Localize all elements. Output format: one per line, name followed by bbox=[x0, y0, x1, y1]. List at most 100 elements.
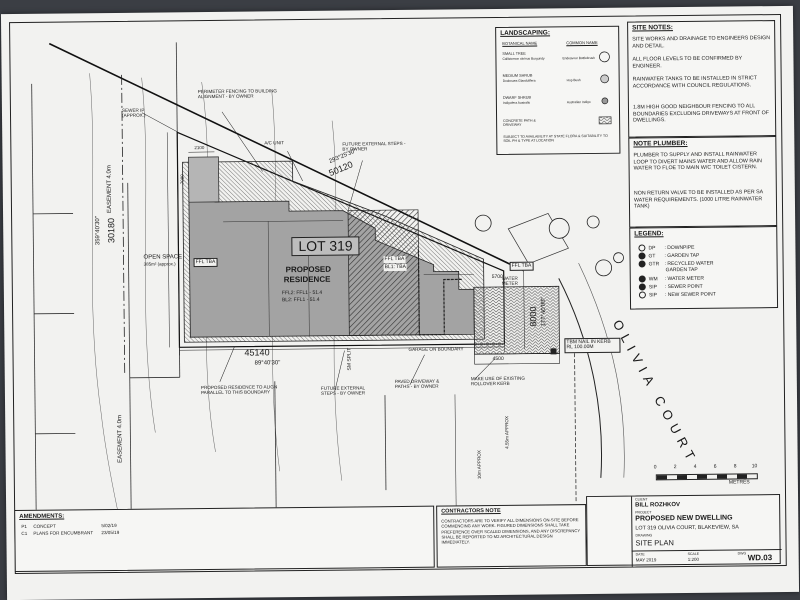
room-top-left bbox=[188, 156, 220, 203]
easement-label: EASEMENT 4.0m bbox=[106, 165, 114, 214]
ffl-tba-right: FFL TBA bbox=[509, 261, 534, 272]
lot-label: LOT 319 bbox=[291, 236, 360, 256]
driveway-apron bbox=[474, 353, 560, 365]
bearing-left: 359°40'30" bbox=[95, 216, 102, 246]
legend-item-wm: WM: WATER METER bbox=[638, 275, 704, 283]
site-notes-panel: SITE NOTES: SITE WORKS AND DRAINAGE TO E… bbox=[627, 20, 777, 138]
landscaping-row3-common: Australian Indigo bbox=[566, 99, 591, 105]
landscaping-row1-botanical: Callistemon citrinus Burgundy bbox=[502, 56, 545, 61]
drawing-label: DRAWING bbox=[635, 533, 653, 538]
neighbour-boundaries bbox=[31, 42, 577, 534]
dim-8000: 8000 bbox=[528, 306, 539, 327]
client-label: CLIENT bbox=[635, 497, 648, 502]
easement-line bbox=[121, 74, 126, 373]
approx-note-2: 10m APPROX bbox=[476, 450, 482, 480]
date-label: DATE bbox=[635, 552, 645, 557]
easement-label-2: EASEMENT 4.0m bbox=[117, 414, 124, 463]
ffl-tba-center: FFL TBA bbox=[383, 255, 406, 264]
landscaping-subject: SUBJECT TO AVAILABILITY AT STATE FLORA &… bbox=[503, 133, 608, 143]
contractors-title: CONTRACTORS NOTE bbox=[441, 507, 501, 515]
plumber-note-1: PLUMBER TO SUPPLY AND INSTALL RAINWATER … bbox=[633, 151, 762, 172]
paved-note: PAVED DRIVEWAY & PATHS - BY OWNER bbox=[394, 378, 440, 389]
scale-tick-4: 4 bbox=[693, 463, 697, 470]
sewer-note: SEWER IP (APPROX.) bbox=[121, 107, 146, 118]
dwg-number: WD.03 bbox=[747, 553, 773, 563]
ac-unit-note: A/C UNIT bbox=[264, 140, 284, 146]
dimension-lines bbox=[166, 132, 560, 356]
bearing-right: 177°40'00" bbox=[540, 297, 548, 327]
landscaping-row1-common: Endeavour Bottlebrush bbox=[562, 55, 595, 61]
neighbour-house bbox=[507, 213, 569, 265]
road-kerb-outer bbox=[578, 262, 625, 478]
drawing-name: SITE PLAN bbox=[635, 538, 674, 548]
amendments-panel: AMENDMENTS: P1 CONCEPT 5/02/19 C1 PLANS … bbox=[14, 505, 435, 573]
legend-panel: LEGEND: DP: DOWNPIPE GT: GARDEN TAP GTR:… bbox=[629, 226, 779, 310]
landscaping-col-botanical: BOTANICAL NAME bbox=[502, 40, 538, 46]
legend-item-sip: SIP: SEWER POINT bbox=[638, 283, 703, 291]
plumber-notes-title: NOTE PLUMBER: bbox=[633, 139, 688, 148]
ffl-tba-left: FFL TBA bbox=[193, 257, 218, 268]
amendment-2-desc: PLANS FOR ENCUMBRANT bbox=[33, 530, 94, 536]
landscaping-row2-common: Hop Bush bbox=[566, 78, 581, 83]
legend-item-new-sip: SIP: NEW SEWER POINT bbox=[638, 291, 716, 299]
landscaping-panel: LANDSCAPING: BOTANICAL NAME COMMON NAME … bbox=[495, 25, 621, 155]
landscaping-paths: CONCRETE PATH & DRIVEWAY bbox=[503, 118, 536, 127]
legend-item-gt: GT: GARDEN TAP bbox=[638, 252, 699, 260]
scale-value: 1:200 bbox=[687, 556, 699, 563]
scale-bar: 0 2 4 6 8 10 METRES bbox=[651, 463, 761, 489]
scale-tick-6: 6 bbox=[713, 463, 717, 470]
dim-45140: 45140 bbox=[244, 347, 270, 358]
contractors-panel: CONTRACTORS NOTE CONTRACTORS ARE TO VERI… bbox=[436, 504, 587, 568]
landscaping-title: LANDSCAPING: bbox=[500, 29, 551, 37]
dim-4500: 4500 bbox=[492, 355, 504, 363]
recycled-tap-icon bbox=[638, 260, 646, 268]
amendment-2-rev: C1 bbox=[21, 530, 28, 536]
tbm-marker bbox=[550, 348, 557, 355]
site-note-4: 1.8M HIGH GOOD NEIGHBOUR FENCING TO ALL … bbox=[632, 103, 770, 124]
legend-title: LEGEND: bbox=[634, 230, 664, 238]
client-name: BILL ROZHKOV bbox=[635, 502, 681, 509]
garage-hatched bbox=[347, 209, 420, 336]
scale-unit: METRES bbox=[728, 479, 750, 486]
stepped-wall bbox=[417, 249, 462, 336]
contractors-text: CONTRACTORS ARE TO VERIFY ALL DIMENSIONS… bbox=[441, 517, 581, 545]
scale-label: SCALE bbox=[687, 551, 700, 557]
dim-7080: 7080 bbox=[179, 174, 185, 185]
open-space-label: OPEN SPACE bbox=[143, 254, 183, 261]
plumber-notes-panel: NOTE PLUMBER: PLUMBER TO SUPPLY AND INST… bbox=[628, 136, 778, 228]
amendment-2-date: 23/05/19 bbox=[101, 529, 120, 536]
scale-tick-10: 10 bbox=[751, 463, 758, 470]
align-note: PROPOSED RESIDENCE TO ALIGN PARALLEL TO … bbox=[200, 384, 278, 395]
dim-30180: 30180 bbox=[106, 217, 117, 244]
legend-item-gtr-cont: GARDEN TAP bbox=[665, 266, 698, 274]
site-note-2: ALL FLOOR LEVELS TO BE CONFIRMED BY ENGI… bbox=[632, 55, 743, 70]
ffl-label-2: BL2: FFL1 - 51.4 bbox=[281, 296, 320, 304]
title-block: CLIENT BILL ROZHKOV PROJECT PROPOSED NEW… bbox=[586, 494, 782, 568]
landscaping-row2-size: MEDIUM SHRUB bbox=[502, 73, 533, 78]
new-sewer-point-icon bbox=[638, 291, 646, 299]
future-steps-top-note: FUTURE EXTERNAL STEPS - BY OWNER bbox=[342, 140, 406, 152]
landscaping-row3-size: DWARF SHRUB bbox=[502, 95, 532, 100]
legend-item-dp: DP: DOWNPIPE bbox=[638, 244, 694, 252]
proposed-label: PROPOSED bbox=[285, 264, 332, 275]
landscaping-col-common: COMMON NAME bbox=[566, 39, 598, 46]
future-steps-bottom-note: FUTURE EXTERNAL STEPS - BY OWNER bbox=[320, 385, 366, 396]
amendment-1-date: 5/02/19 bbox=[101, 522, 117, 529]
downpipe-icon bbox=[638, 244, 646, 252]
scale-tick-2: 2 bbox=[673, 464, 677, 471]
dim-2100: 2100 bbox=[194, 145, 205, 151]
landscaping-symbols bbox=[598, 51, 612, 125]
tbm-note: TBM NAIL IN KERB RL 100.00M bbox=[564, 337, 621, 353]
approx-note-1: 4.55m APPROX bbox=[504, 415, 510, 449]
drawing-sheet: LOT 319 PROPOSED RESIDENCE FFL2: FFL1 - … bbox=[0, 5, 800, 600]
amendments-title: AMENDMENTS: bbox=[19, 513, 65, 520]
amendment-1-desc: CONCEPT bbox=[33, 523, 56, 529]
amendment-1-rev: P1 bbox=[21, 523, 27, 529]
open-space-area: 385m² (approx.) bbox=[143, 261, 176, 267]
plumber-note-2: NON RETURN VALVE TO BE INSTALLED AS PER … bbox=[633, 189, 763, 210]
ffl-label-1: FFL2: FFL1 - 51.4 bbox=[281, 289, 323, 297]
project-address: LOT 319 OLIVIA COURT, BLAKEVIEW, SA bbox=[635, 524, 739, 532]
site-note-3: RAINWATER TANKS TO BE INSTALLED IN STRIC… bbox=[632, 75, 757, 90]
north-arrow-cell bbox=[587, 496, 633, 568]
bearing-bottom: 89°40'30" bbox=[254, 360, 281, 367]
